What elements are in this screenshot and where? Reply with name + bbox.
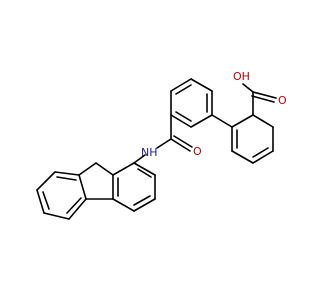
carboxyl-group xyxy=(242,83,277,116)
ring-biphenyl-right xyxy=(211,114,274,164)
ring-biphenyl-upper xyxy=(170,78,213,128)
hydroxyl-label: OH xyxy=(233,70,250,83)
amide-linkage xyxy=(133,114,193,164)
amide-oxygen-label: O xyxy=(193,145,202,158)
amide-nitrogen-label: NH xyxy=(141,146,158,159)
ring-fluorene-left xyxy=(36,171,87,220)
carboxyl-oxygen-label: O xyxy=(278,94,287,107)
ring-fluorene-right xyxy=(112,162,156,212)
ring-fluorene-five xyxy=(78,162,114,200)
molecule-structure: OH O O NH xyxy=(36,70,287,220)
